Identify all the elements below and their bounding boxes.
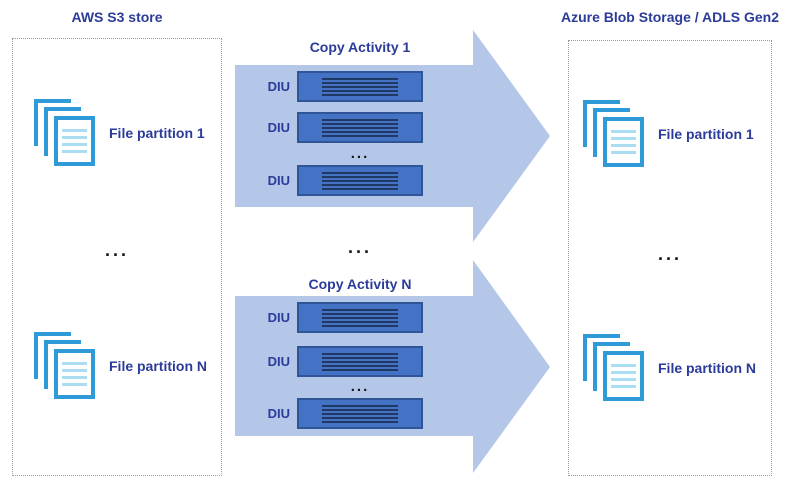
- file-stack-icon: [583, 100, 645, 167]
- copy-activity-1-title: Copy Activity 1: [309, 39, 411, 55]
- file-sheet-middle: [593, 342, 630, 391]
- destination-store-title: Azure Blob Storage / ADLS Gen2: [560, 9, 780, 25]
- diu-label: DIU: [267, 79, 290, 94]
- diu-lines: [322, 352, 398, 371]
- file-partition-label: File partition 1: [658, 125, 754, 142]
- source-store-title: AWS S3 store: [71, 9, 163, 25]
- copy-activity-n-diu-ellipsis: ...: [350, 378, 370, 395]
- diu-unit-icon: [297, 112, 423, 143]
- diu-lines: [322, 77, 398, 96]
- diu-label: DIU: [267, 173, 290, 188]
- diu-unit-icon: [297, 165, 423, 196]
- file-partition-label: File partition N: [109, 357, 207, 374]
- destination-ellipsis: ...: [657, 244, 682, 264]
- diu-lines: [322, 404, 398, 423]
- file-sheet-back: [34, 99, 71, 146]
- diu-row: DIU: [256, 346, 423, 377]
- file-sheet-back: [583, 100, 620, 147]
- diu-label: DIU: [267, 406, 290, 421]
- file-stack-icon: [34, 332, 96, 399]
- copy-activities-ellipsis: ...: [347, 237, 372, 257]
- diu-row: DIU: [256, 398, 423, 429]
- file-sheet-middle: [44, 340, 81, 389]
- destination-store-box: [568, 40, 772, 476]
- destination-file-partition-1: File partition 1: [583, 100, 754, 167]
- diu-lines: [322, 118, 398, 137]
- diu-unit-icon: [297, 302, 423, 333]
- file-sheet-middle: [44, 107, 81, 156]
- file-doc-front: [54, 116, 95, 166]
- source-file-partition-n: File partition N: [34, 332, 207, 399]
- file-partition-label: File partition 1: [109, 124, 205, 141]
- diu-label: DIU: [267, 310, 290, 325]
- diu-lines: [322, 171, 398, 190]
- copy-activity-n-title: Copy Activity N: [308, 276, 412, 292]
- file-doc-front: [603, 351, 644, 401]
- file-doc-front: [603, 117, 644, 167]
- diu-unit-icon: [297, 71, 423, 102]
- diu-row: DIU: [256, 302, 423, 333]
- file-doc-front: [54, 349, 95, 399]
- file-stack-icon: [583, 334, 645, 401]
- diu-lines: [322, 308, 398, 327]
- file-partition-label: File partition N: [658, 359, 756, 376]
- diu-row: DIU: [256, 112, 423, 143]
- file-sheet-back: [34, 332, 71, 379]
- file-stack-icon: [34, 99, 96, 166]
- diu-label: DIU: [267, 354, 290, 369]
- source-file-partition-1: File partition 1: [34, 99, 205, 166]
- diu-unit-icon: [297, 346, 423, 377]
- source-ellipsis: ...: [104, 240, 129, 260]
- destination-file-partition-n: File partition N: [583, 334, 756, 401]
- file-sheet-middle: [593, 108, 630, 157]
- diu-row: DIU: [256, 165, 423, 196]
- diu-label: DIU: [267, 120, 290, 135]
- copy-activity-1-diu-ellipsis: ...: [350, 145, 370, 162]
- diu-unit-icon: [297, 398, 423, 429]
- diu-row: DIU: [256, 71, 423, 102]
- file-sheet-back: [583, 334, 620, 381]
